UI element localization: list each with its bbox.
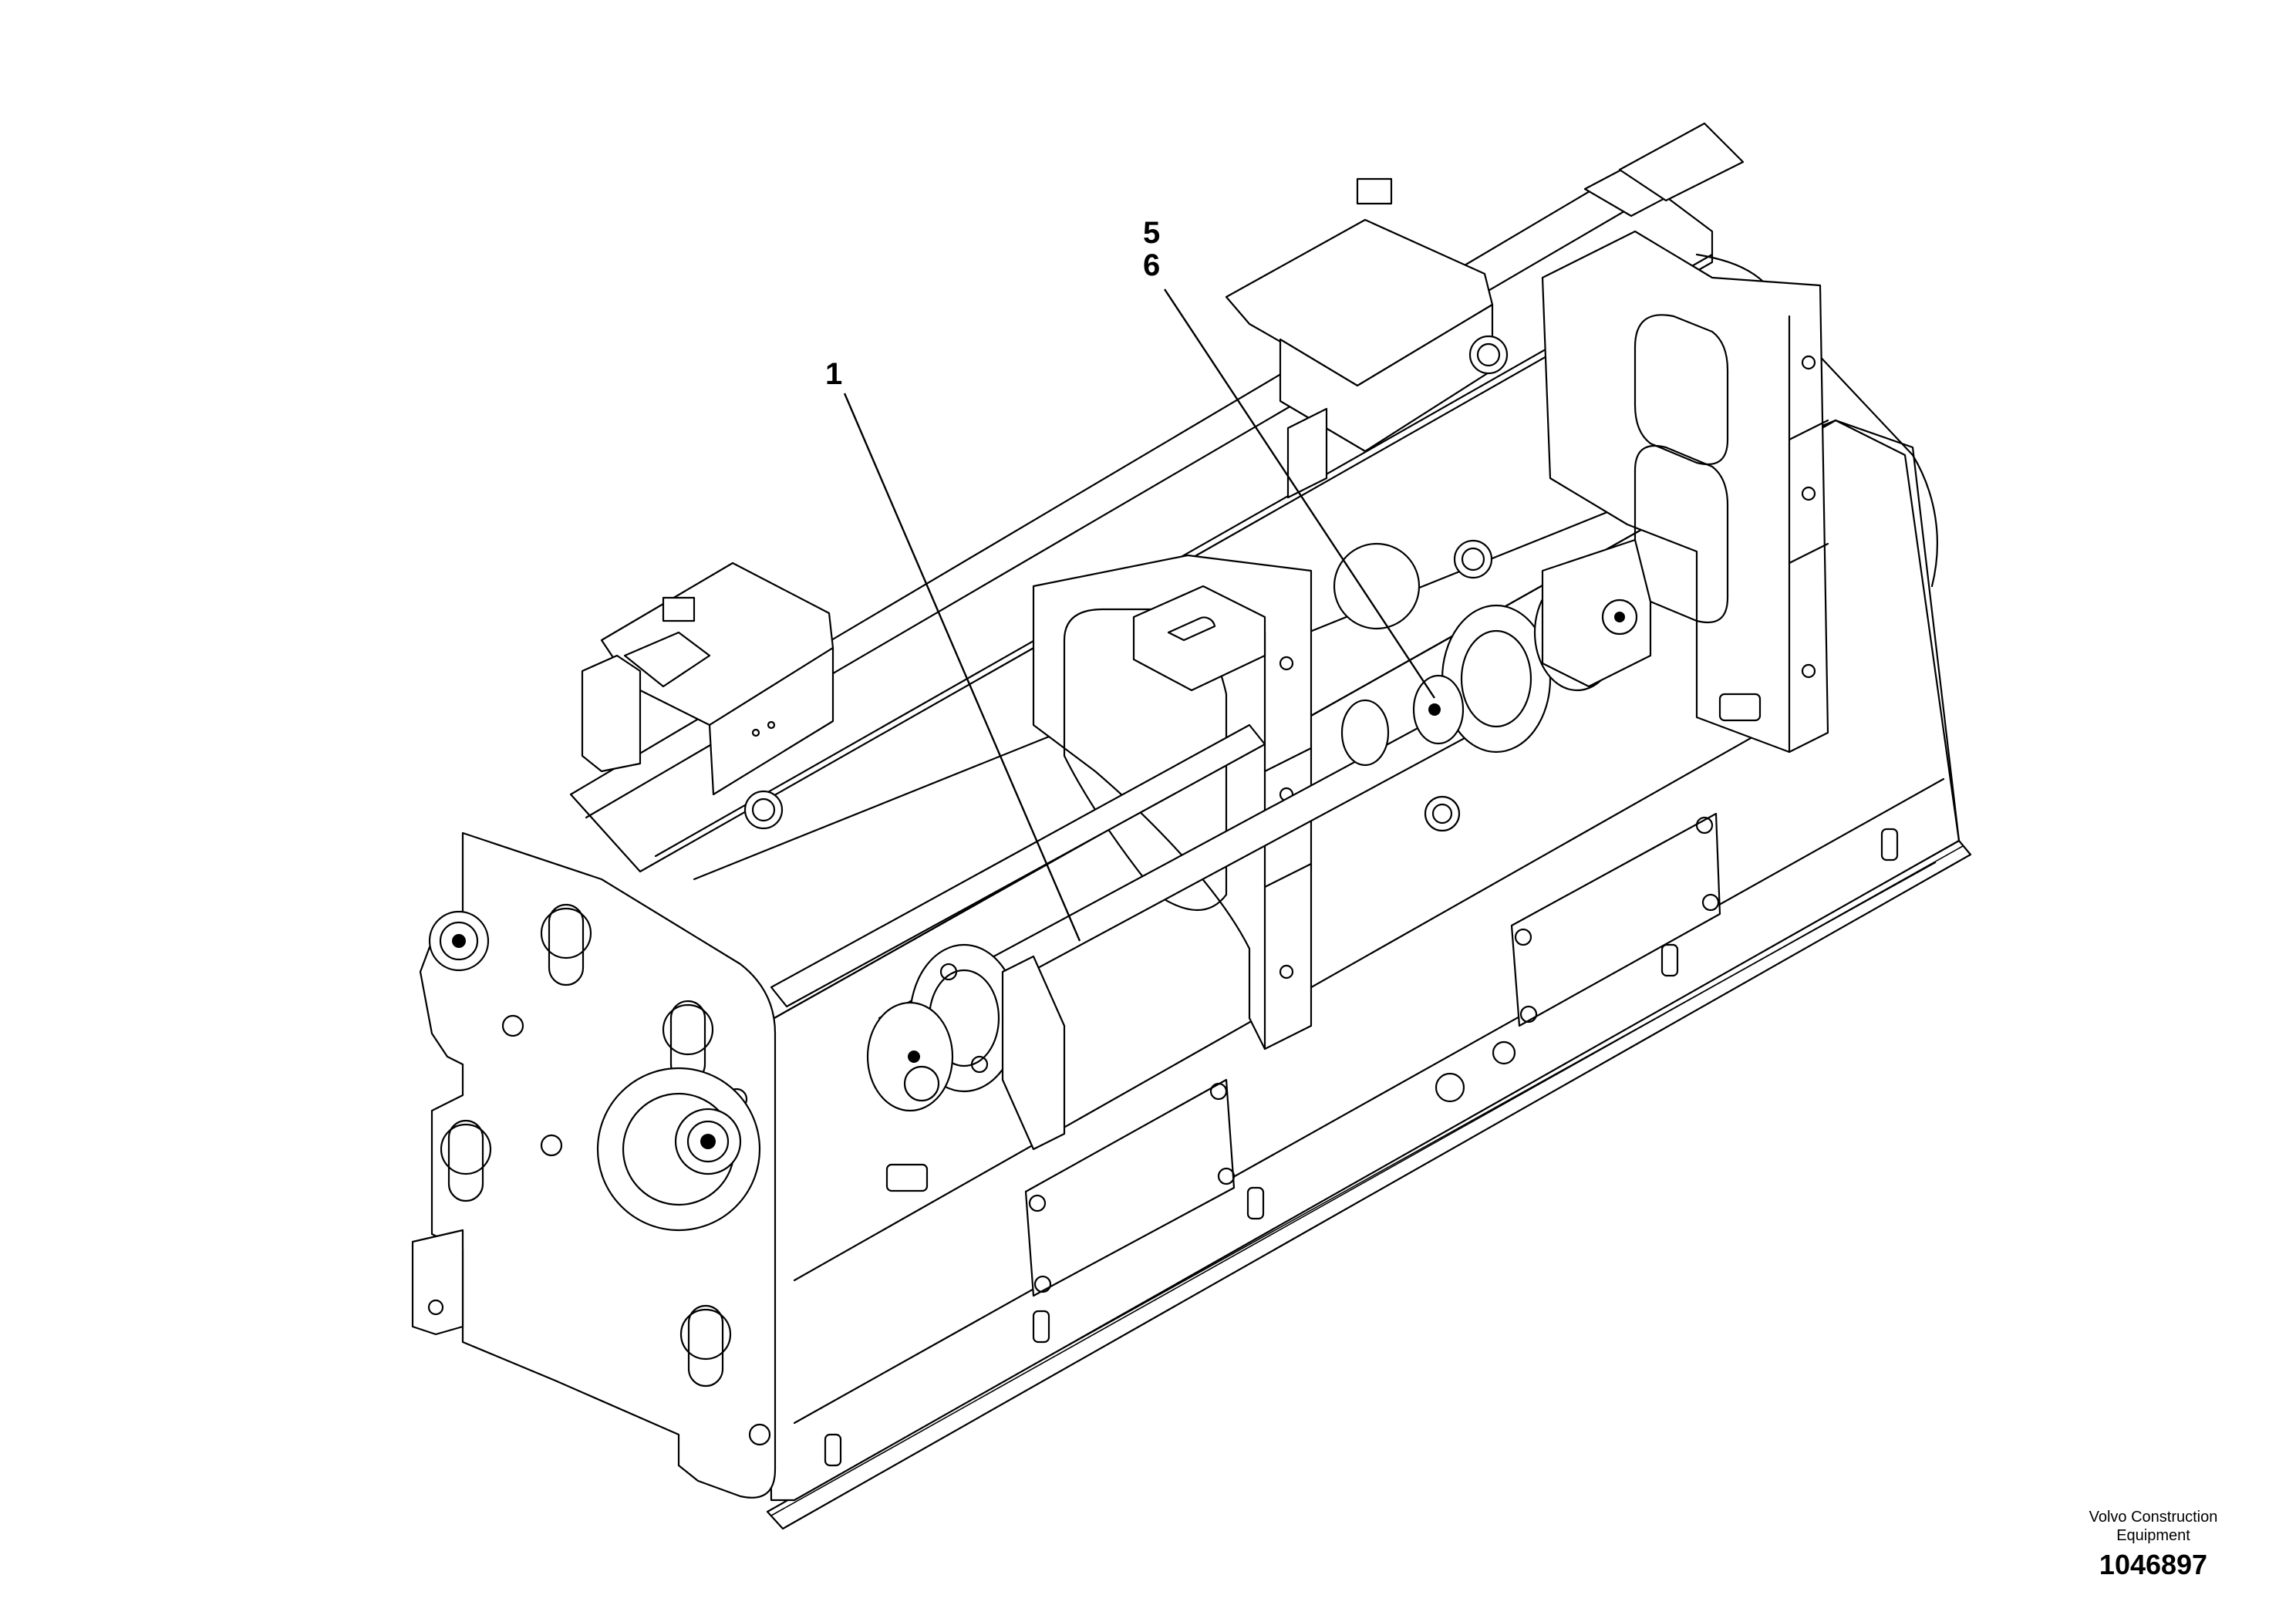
credit-company-2: Equipment [2116, 1527, 2190, 1544]
drawing-number: 1046897 [2099, 1549, 2208, 1580]
right-top-bracket [1225, 177, 1494, 499]
leader-1 [843, 393, 1081, 942]
leader-lines [843, 288, 1436, 942]
cover-plates [1024, 812, 1721, 1297]
credit-block: Volvo Construction Equipment 1046897 [2057, 1508, 2250, 1583]
callout-5: 5 [1143, 216, 1160, 250]
left-end-plate [411, 831, 777, 1499]
left-top-bracket [581, 561, 834, 796]
leader-5-6 [1163, 288, 1436, 699]
fasteners [743, 335, 1899, 1467]
credit-company: Volvo Construction [2089, 1509, 2218, 1526]
callout-6: 6 [1143, 248, 1160, 282]
callout-1: 1 [825, 357, 842, 391]
shaft-assembly [770, 538, 1652, 1151]
